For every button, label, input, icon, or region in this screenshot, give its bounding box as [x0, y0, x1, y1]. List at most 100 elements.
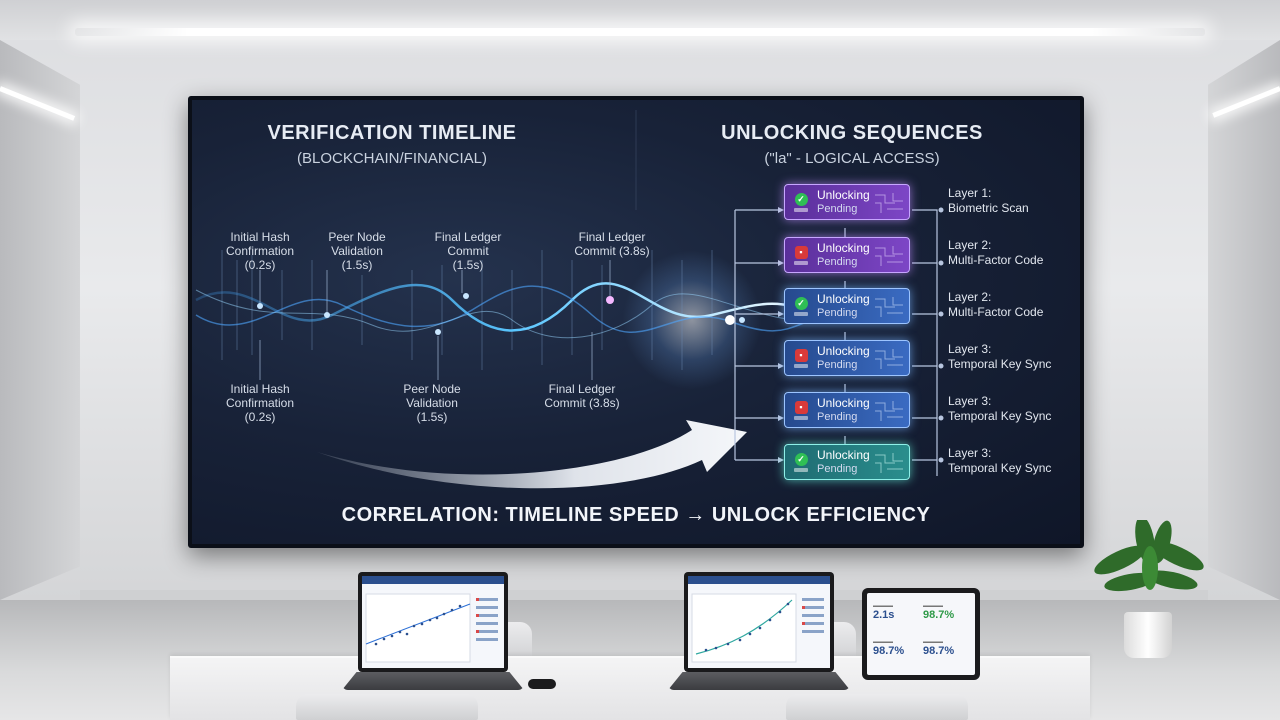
- timeline-label-line: Final Ledger: [578, 230, 646, 244]
- status-bar-icon: [794, 207, 808, 212]
- baseboard: [80, 590, 1208, 600]
- status-bar-icon: [794, 415, 808, 420]
- status-bar-icon: [794, 363, 808, 368]
- tablet-metric: ▬▬▬▬ 98.7%: [873, 639, 923, 657]
- laptop-display: [362, 576, 504, 668]
- timeline-label-line: Validation: [331, 244, 383, 258]
- tablet-metric-caption: ▬▬▬▬: [923, 603, 943, 609]
- data-streams: [221, 250, 713, 370]
- circuit-icon: [875, 246, 903, 266]
- timeline-wave: [195, 282, 833, 332]
- chair: [296, 694, 478, 720]
- layer-name: Layer 1:: [948, 186, 992, 200]
- tablet-metric: ▬▬▬▬ 2.1s: [873, 603, 923, 621]
- unlock-step-status: Pending: [817, 256, 858, 268]
- correlation-title: CORRELATION: TIMELINE SPEED → UNLOCK EFF…: [341, 504, 931, 526]
- lock-icon: ▪: [794, 245, 808, 259]
- timeline-label-line: (1.5s): [341, 258, 373, 272]
- timeline-label-line: Final Ledger: [434, 230, 502, 244]
- laptop-app-header: [362, 576, 504, 584]
- correlation-arrow: [317, 420, 747, 489]
- status-bar-icon: [794, 311, 808, 316]
- laptop-app-header: [688, 576, 830, 584]
- unlock-step-status: Pending: [817, 307, 858, 319]
- timeline-label-bottom: Peer Node Validation (1.5s): [382, 382, 482, 424]
- timeline-label-top: Final Ledger Commit (1.5s): [418, 230, 518, 272]
- timeline-label-top: Peer Node Validation (1.5s): [312, 230, 402, 272]
- check-icon: ✓: [794, 452, 808, 466]
- timeline-label-line: Peer Node: [328, 230, 386, 244]
- laptop-trend-chart: [691, 593, 824, 663]
- check-icon: ✓: [794, 192, 808, 206]
- unlock-step-title: Unlocking: [817, 188, 870, 202]
- tablet-metric-caption: ▬▬▬▬: [923, 639, 943, 645]
- tablet-metric-value: 2.1s: [873, 609, 895, 621]
- circuit-icon: [875, 401, 903, 421]
- status-bar-icon: [794, 467, 808, 472]
- timeline-label-top: Final Ledger Commit (3.8s): [562, 230, 662, 258]
- timeline-label-line: Commit (3.8s): [574, 244, 650, 258]
- layer-label: Layer 3:Temporal Key Sync: [948, 446, 1051, 476]
- unlock-step-status: Pending: [817, 463, 858, 475]
- unlock-step-title: Unlocking: [817, 344, 870, 358]
- lock-icon: ▪: [794, 348, 808, 362]
- timeline-nodes: [257, 293, 745, 335]
- lock-icon: ▪: [794, 400, 808, 414]
- layer-description: Temporal Key Sync: [948, 409, 1052, 423]
- layer-name: Layer 2:: [948, 290, 992, 304]
- tablet-metric-value: 98.7%: [923, 645, 955, 657]
- laptop-base: [668, 672, 850, 690]
- timeline-label-line: (1.5s): [452, 258, 484, 272]
- tablet-metric-caption: ▬▬▬▬: [873, 639, 893, 645]
- unlock-step-status: Pending: [817, 411, 858, 423]
- circuit-icon: [875, 453, 903, 473]
- timeline-label-bottom: Initial Hash Confirmation (0.2s): [210, 382, 310, 424]
- unlock-step-status: Pending: [817, 203, 858, 215]
- center-glow: [622, 250, 762, 390]
- timeline-wave-tertiary: [195, 289, 833, 339]
- layer-description: Temporal Key Sync: [948, 357, 1052, 371]
- left-wall: [0, 40, 80, 600]
- layer-name: Layer 2:: [948, 238, 992, 252]
- timeline-label-line: (1.5s): [416, 410, 448, 424]
- timeline-label-line: Initial Hash: [230, 230, 290, 244]
- status-bar-icon: [794, 260, 808, 265]
- wall-display-content: VERIFICATION TIMELINE (BLOCKCHAIN/FINANC…: [192, 100, 1080, 544]
- timeline-label-line: Initial Hash: [230, 382, 290, 396]
- tablet: ▬▬▬▬ 2.1s ▬▬▬▬ 98.7% ▬▬▬▬ 98.7% ▬▬▬▬ 98.…: [862, 588, 980, 680]
- layer-name: Layer 3:: [948, 394, 992, 408]
- tablet-metric: ▬▬▬▬ 98.7%: [923, 603, 973, 621]
- timeline-label-top: Initial Hash Confirmation (0.2s): [210, 230, 310, 272]
- timeline-label-line: Commit (3.8s): [544, 396, 620, 410]
- unlock-step-title: Unlocking: [817, 448, 870, 462]
- check-icon: ✓: [794, 296, 808, 310]
- circuit-icon: [875, 193, 903, 213]
- layer-description: Biometric Scan: [948, 201, 1029, 215]
- tablet-metric: ▬▬▬▬ 98.7%: [923, 639, 973, 657]
- unlock-step-title: Unlocking: [817, 241, 870, 255]
- laptop-base: [342, 672, 524, 690]
- chair: [786, 694, 968, 720]
- laptop-screen: [684, 572, 834, 672]
- unlock-step-title: Unlocking: [817, 292, 870, 306]
- layer-label: Layer 3:Temporal Key Sync: [948, 394, 1051, 424]
- right-wall: [1208, 40, 1280, 600]
- computer-mouse: [528, 679, 556, 689]
- timeline-label-bottom: Final Ledger Commit (3.8s): [532, 382, 632, 410]
- timeline-label-line: Peer Node: [403, 382, 461, 396]
- timeline-label-line: (0.2s): [244, 258, 276, 272]
- tablet-metric-value: 98.7%: [923, 609, 955, 621]
- timeline-graphics: [195, 110, 944, 489]
- unlocking-title: UNLOCKING SEQUENCES: [721, 122, 983, 144]
- layer-label: Layer 2:Multi-Factor Code: [948, 238, 1043, 268]
- timeline-label-line: Commit: [447, 244, 489, 258]
- layer-description: Multi-Factor Code: [948, 305, 1044, 319]
- tablet-metric-caption: ▬▬▬▬: [873, 603, 893, 609]
- timeline-label-line: (0.2s): [244, 410, 276, 424]
